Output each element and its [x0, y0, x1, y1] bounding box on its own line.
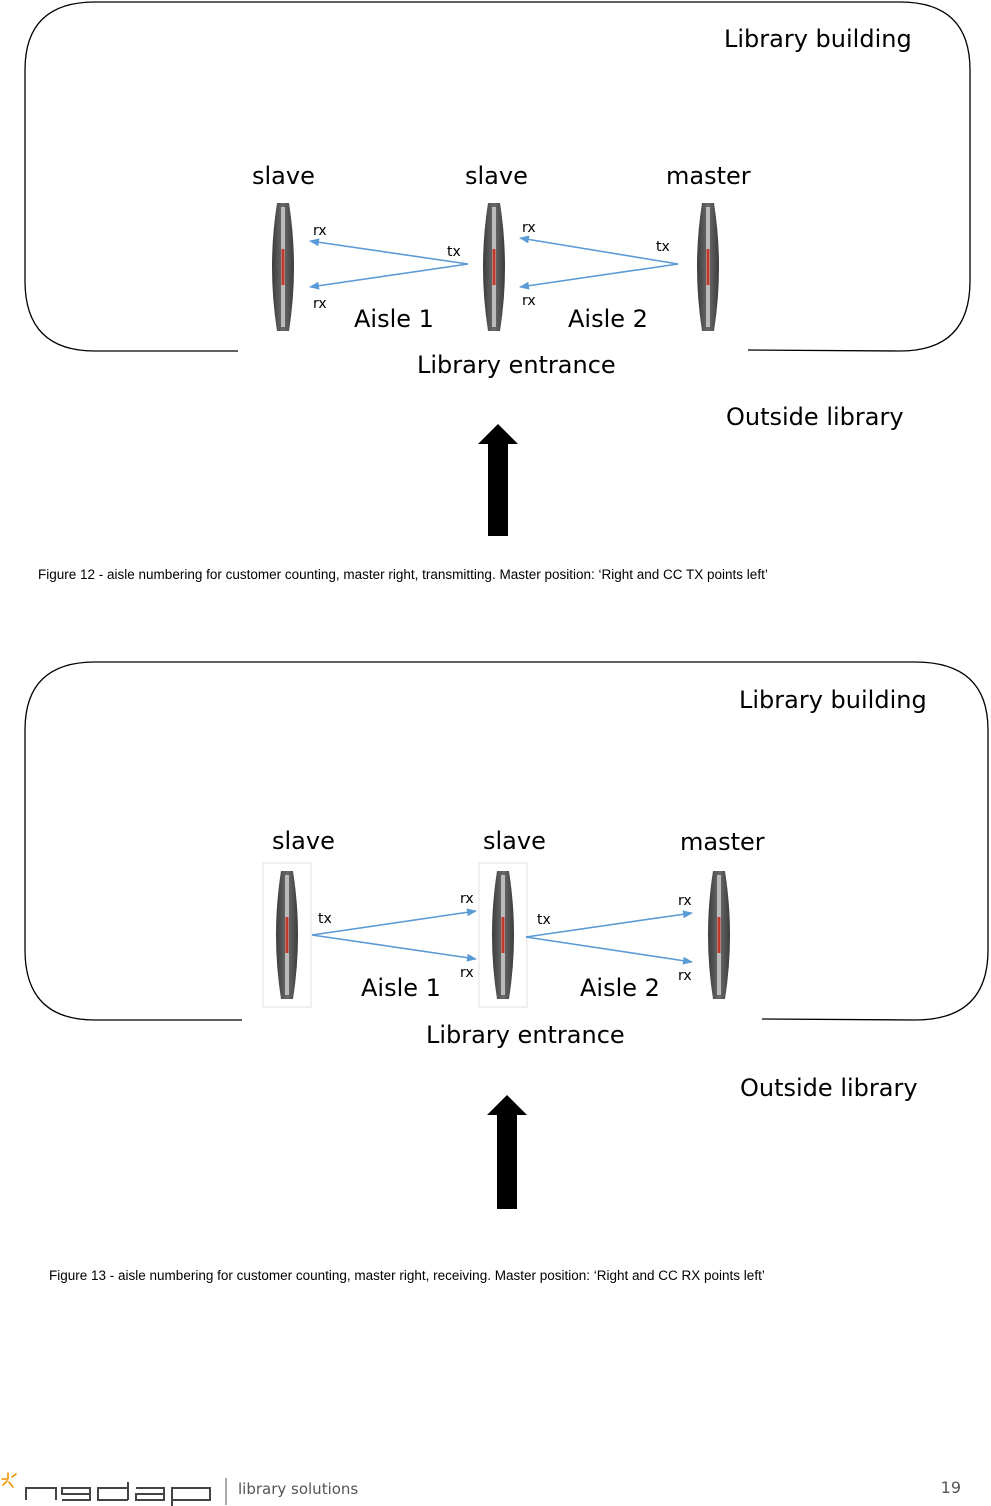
gate-right-icon [708, 871, 730, 999]
aisle-1-label: Aisle 1 [354, 305, 434, 333]
signal-label: rx [460, 965, 474, 981]
library-entrance-label: Library entrance [426, 1021, 625, 1049]
gate-middle-label: slave [483, 827, 546, 855]
library-building-label: Library building [739, 686, 927, 714]
signal-label: tx [447, 244, 461, 260]
signal-label: tx [537, 912, 551, 928]
gate-middle-icon [478, 862, 528, 1008]
signal-arrow [525, 910, 693, 938]
nedap-logo-icon [1, 1472, 227, 1506]
brand-text: library solutions [238, 1480, 359, 1498]
signal-label: tx [318, 911, 332, 927]
aisle-2-label: Aisle 2 [580, 974, 660, 1002]
gate-right-label: master [680, 828, 765, 856]
signal-arrow [525, 936, 693, 965]
signal-label: rx [678, 893, 692, 909]
signal-arrow [311, 934, 477, 962]
entrance-direction-arrow-icon [478, 424, 518, 536]
signal-arrow [311, 908, 477, 936]
gate-left-icon [262, 862, 312, 1008]
signal-arrow [519, 235, 679, 265]
gate-middle-label: slave [465, 162, 528, 190]
library-building-outline [24, 1, 971, 352]
figure-12-diagram: Library building slave slave master rx r… [24, 1, 971, 536]
gate-left-label: slave [272, 827, 335, 855]
signal-label: rx [522, 293, 536, 309]
gate-right-icon [697, 203, 719, 331]
outside-library-label: Outside library [726, 403, 904, 431]
page-footer [0, 1465, 991, 1506]
signal-arrow [519, 263, 679, 290]
gate-middle-icon [483, 203, 505, 331]
signal-label: rx [313, 296, 327, 312]
figure-13: Library building slave slave master tx r… [0, 655, 991, 1305]
page-number: 19 [940, 1478, 961, 1497]
signal-label: rx [313, 223, 327, 239]
signal-label: rx [460, 891, 474, 907]
figure-13-caption: Figure 13 - aisle numbering for customer… [49, 1268, 765, 1283]
signal-label: tx [656, 239, 670, 255]
signal-label: rx [678, 968, 692, 984]
figure-13-diagram: Library building slave slave master tx r… [24, 661, 989, 1209]
signal-arrow [309, 263, 469, 290]
figure-12: Library building slave slave master rx r… [0, 0, 991, 600]
outside-library-label: Outside library [740, 1074, 918, 1102]
figure-12-caption: Figure 12 - aisle numbering for customer… [38, 567, 768, 582]
gate-left-label: slave [252, 162, 315, 190]
signal-arrow [309, 238, 469, 265]
entrance-direction-arrow-icon [487, 1095, 527, 1209]
gate-left-icon [272, 203, 294, 331]
signal-label: rx [522, 220, 536, 236]
aisle-2-label: Aisle 2 [568, 305, 648, 333]
aisle-1-label: Aisle 1 [361, 974, 441, 1002]
library-building-label: Library building [724, 25, 912, 53]
library-building-outline [24, 661, 989, 1021]
gate-right-label: master [666, 162, 751, 190]
library-entrance-label: Library entrance [417, 351, 616, 379]
